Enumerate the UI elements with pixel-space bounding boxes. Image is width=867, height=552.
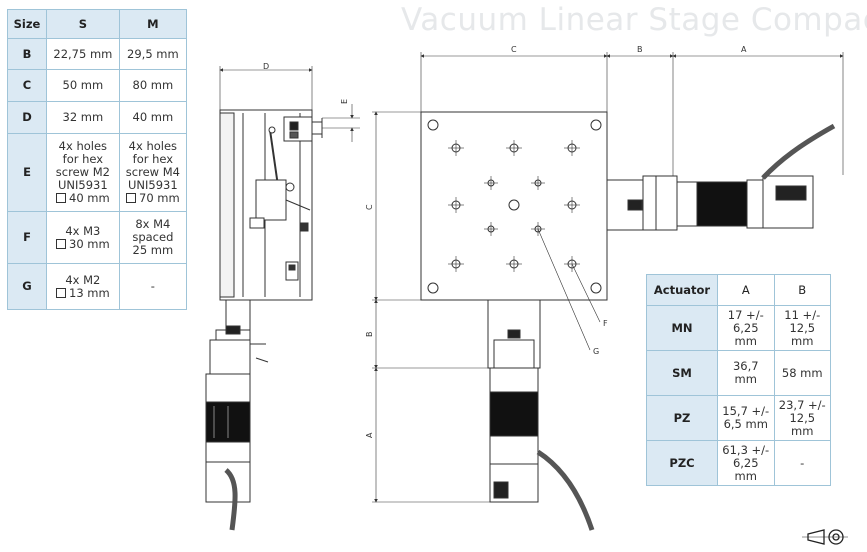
page-title: Vacuum Linear Stage Compact [401, 2, 867, 38]
table-row: SM 36,7 mm 58 mm [646, 350, 831, 396]
cell-f-m: 8x M4 spaced 25 mm [118, 211, 188, 264]
row-label-pz: PZ [646, 395, 718, 441]
cell-d-s: 32 mm [46, 101, 120, 134]
table-row: G 4x M2 13 mm - [7, 263, 188, 310]
size-m-header: M [118, 9, 188, 39]
cell-c-s: 50 mm [46, 69, 120, 102]
side-view [205, 66, 360, 531]
dim-label-a-top: A [741, 45, 747, 54]
square-size-icon [126, 193, 137, 203]
row-label-pzc: PZC [646, 440, 718, 486]
dim-label-d: D [263, 62, 269, 71]
actuator-header: Actuator [646, 274, 718, 306]
size-table: Size S M B 22,75 mm 29,5 mm C 50 mm 80 m… [7, 9, 188, 310]
dim-label-a-side: A [365, 432, 374, 438]
square-size-icon [56, 287, 67, 298]
table-row: E 4x holes for hex screw M2 UNI5931 40 m… [7, 133, 188, 212]
dim-label-b-top: B [637, 45, 643, 54]
size-s-header: S [46, 9, 120, 39]
row-label-c: C [7, 69, 47, 102]
row-label-f: F [7, 211, 47, 264]
dim-label-e: E [340, 99, 349, 104]
row-label-sm: SM [646, 350, 718, 396]
cell-c-m: 80 mm [118, 69, 188, 102]
actuator-a-header: A [717, 274, 775, 306]
cell-sm-b: 58 mm [773, 350, 831, 396]
square-size-icon [56, 193, 67, 203]
dim-label-b-side: B [365, 332, 374, 338]
cell-pz-b: 23,7 +/-12,5 mm [773, 395, 831, 441]
cell-pzc-a: 61,3 +/-6,25 mm [717, 440, 775, 486]
cell-pz-a: 15,7 +/-6,5 mm [717, 395, 775, 441]
cell-e-m: 4x holes for hex screw M4 UNI5931 70 mm [118, 133, 188, 212]
cell-b-m: 29,5 mm [118, 38, 188, 70]
cell-f-s: 4x M3 30 mm [46, 211, 120, 264]
cell-b-s: 22,75 mm [46, 38, 120, 70]
cell-d-m: 40 mm [118, 101, 188, 134]
row-label-d: D [7, 101, 47, 134]
table-row: PZ 15,7 +/-6,5 mm 23,7 +/-12,5 mm [646, 395, 831, 441]
row-label-g: G [7, 263, 47, 310]
square-size-icon [56, 238, 67, 249]
size-header: Size [7, 9, 47, 39]
dim-label-g: G [593, 347, 599, 356]
table-row: F 4x M3 30 mm 8x M4 spaced 25 mm [7, 211, 188, 264]
table-row: MN 17 +/-6,25 mm 11 +/-12,5 mm [646, 305, 831, 351]
dimension-labels: D C B A C B A E F G [263, 45, 747, 438]
dim-label-c-side: C [365, 204, 374, 210]
cell-pzc-b: - [773, 440, 831, 486]
cell-g-s: 4x M2 13 mm [46, 263, 120, 310]
row-label-e: E [7, 133, 47, 212]
projection-symbol-icon [802, 529, 848, 545]
table-row: C 50 mm 80 mm [7, 69, 188, 102]
actuator-table: Actuator A B MN 17 +/-6,25 mm 11 +/-12,5… [646, 274, 831, 486]
dim-label-f: F [603, 319, 608, 328]
cell-g-m: - [118, 263, 188, 310]
row-label-b: B [7, 38, 47, 70]
top-view [372, 52, 844, 531]
table-row: D 32 mm 40 mm [7, 101, 188, 134]
table-row: PZC 61,3 +/-6,25 mm - [646, 440, 831, 486]
dim-label-c-top: C [511, 45, 517, 54]
actuator-b-header: B [773, 274, 831, 306]
row-label-mn: MN [646, 305, 718, 351]
table-row: B 22,75 mm 29,5 mm [7, 38, 188, 70]
